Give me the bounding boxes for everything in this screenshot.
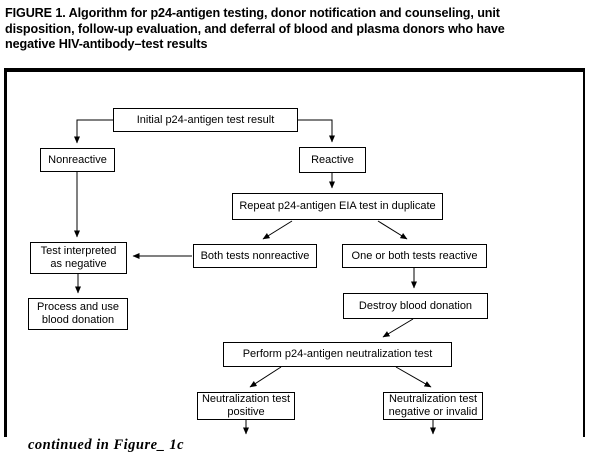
node-neutralization-negative-invalid: Neutralization test negative or invalid — [383, 392, 483, 420]
node-neutralization-positive: Neutralization test positive — [197, 392, 295, 420]
node-destroy-donation: Destroy blood donation — [343, 293, 488, 319]
arrow-destroy-to-perform — [382, 318, 414, 338]
node-both-tests-nonreactive: Both tests nonreactive — [193, 244, 317, 268]
flowchart-arrows — [74, 119, 436, 435]
arrow-repeat-to-both-nonreactive — [262, 220, 293, 240]
node-process-use-donation: Process and use blood donation — [28, 298, 128, 330]
node-reactive: Reactive — [299, 147, 366, 173]
node-test-interpreted-negative: Test interpreted as negative — [30, 242, 127, 274]
node-one-or-both-reactive: One or both tests reactive — [342, 244, 487, 268]
node-initial-p24-test-result: Initial p24-antigen test result — [113, 108, 298, 132]
arrow-repeat-to-one-or-both — [377, 220, 408, 240]
arrow-initial-to-nonreactive — [74, 119, 113, 144]
node-nonreactive: Nonreactive — [40, 148, 115, 172]
figure-title-line-2: disposition, follow-up evaluation, and d… — [5, 21, 505, 36]
flowchart-panel: Initial p24-antigen test result Nonreact… — [4, 68, 585, 437]
figure-title-line-3: negative HIV-antibody–test results — [5, 37, 208, 51]
figure-title-line-1: FIGURE 1. Algorithm for p24-antigen test… — [5, 6, 500, 20]
arrow-perform-to-neut-negative — [395, 366, 432, 388]
node-repeat-eia-duplicate: Repeat p24-antigen EIA test in duplicate — [232, 193, 443, 220]
arrow-perform-to-neut-positive — [249, 366, 282, 388]
arrow-initial-to-reactive — [298, 119, 335, 143]
figure-title: FIGURE 1. Algorithm for p24-antigen test… — [5, 6, 597, 53]
continued-note: continued in Figure_ 1c — [28, 437, 185, 453]
node-perform-neutralization-test: Perform p24-antigen neutralization test — [223, 342, 452, 367]
